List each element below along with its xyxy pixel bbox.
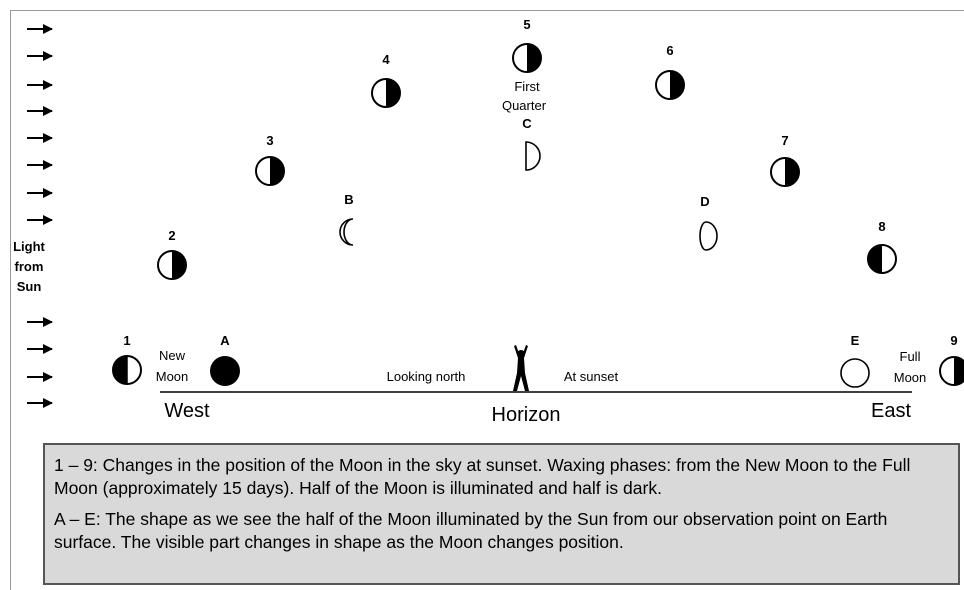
moon-number-1: 1 bbox=[123, 333, 130, 348]
moon-number-5: 5 bbox=[523, 17, 530, 32]
moon-2 bbox=[157, 250, 187, 280]
light-label-3: Sun bbox=[17, 279, 42, 294]
moon-number-8: 8 bbox=[878, 219, 885, 234]
shape-b-crescent bbox=[339, 218, 354, 246]
moon-phases-diagram: Light from Sun 1 2 3 4 5 6 bbox=[13, 17, 964, 426]
moon-number-6: 6 bbox=[666, 43, 673, 58]
moon-4 bbox=[371, 78, 401, 108]
diagram-frame bbox=[10, 10, 964, 590]
new-moon-label-2: Moon bbox=[156, 369, 189, 384]
moon-number-7: 7 bbox=[781, 133, 788, 148]
moon-number-4: 4 bbox=[382, 52, 390, 67]
moon-7 bbox=[770, 157, 800, 187]
shape-a-new-moon bbox=[210, 356, 240, 386]
at-sunset-label: At sunset bbox=[564, 369, 619, 384]
moon-8 bbox=[867, 244, 897, 274]
moon-5 bbox=[512, 43, 542, 73]
new-moon-label-1: New bbox=[159, 348, 186, 363]
first-quarter-label-2: Quarter bbox=[502, 98, 547, 113]
observer-figure-icon bbox=[513, 345, 529, 391]
first-quarter-label-1: First bbox=[514, 79, 540, 94]
full-moon-label-1: Full bbox=[900, 349, 921, 364]
light-label-2: from bbox=[15, 259, 44, 274]
east-label: East bbox=[871, 400, 911, 422]
moon-number-2: 2 bbox=[168, 228, 175, 243]
looking-north-label: Looking north bbox=[387, 369, 466, 384]
shape-d-gibbous bbox=[699, 221, 718, 251]
shape-letter-c: C bbox=[522, 116, 532, 131]
shape-letter-d: D bbox=[700, 194, 709, 209]
moon-number-9: 9 bbox=[950, 333, 957, 348]
moon-3 bbox=[255, 156, 285, 186]
moon-9 bbox=[939, 356, 964, 386]
shape-letter-e: E bbox=[851, 333, 860, 348]
light-label-1: Light bbox=[13, 239, 45, 254]
moon-6 bbox=[655, 70, 685, 100]
full-moon-label-2: Moon bbox=[894, 370, 927, 385]
shape-e-full-moon bbox=[840, 358, 870, 388]
moon-number-3: 3 bbox=[266, 133, 273, 148]
sunlight-arrows bbox=[27, 24, 53, 408]
west-label: West bbox=[164, 400, 210, 422]
moon-1 bbox=[112, 355, 142, 385]
moon-apparent-shapes: A B C D E bbox=[210, 116, 870, 388]
horizon-label: Horizon bbox=[492, 404, 561, 426]
shape-letter-b: B bbox=[344, 192, 353, 207]
caption-shapes: A – E: The shape as we see the half of t… bbox=[54, 509, 888, 552]
caption-positions: 1 – 9: Changes in the position of the Mo… bbox=[54, 455, 911, 498]
caption-box: 1 – 9: Changes in the position of the Mo… bbox=[43, 443, 960, 585]
shape-letter-a: A bbox=[220, 333, 230, 348]
moon-positions: 1 2 3 4 5 6 7 bbox=[112, 17, 964, 386]
shape-c-half bbox=[525, 141, 541, 171]
